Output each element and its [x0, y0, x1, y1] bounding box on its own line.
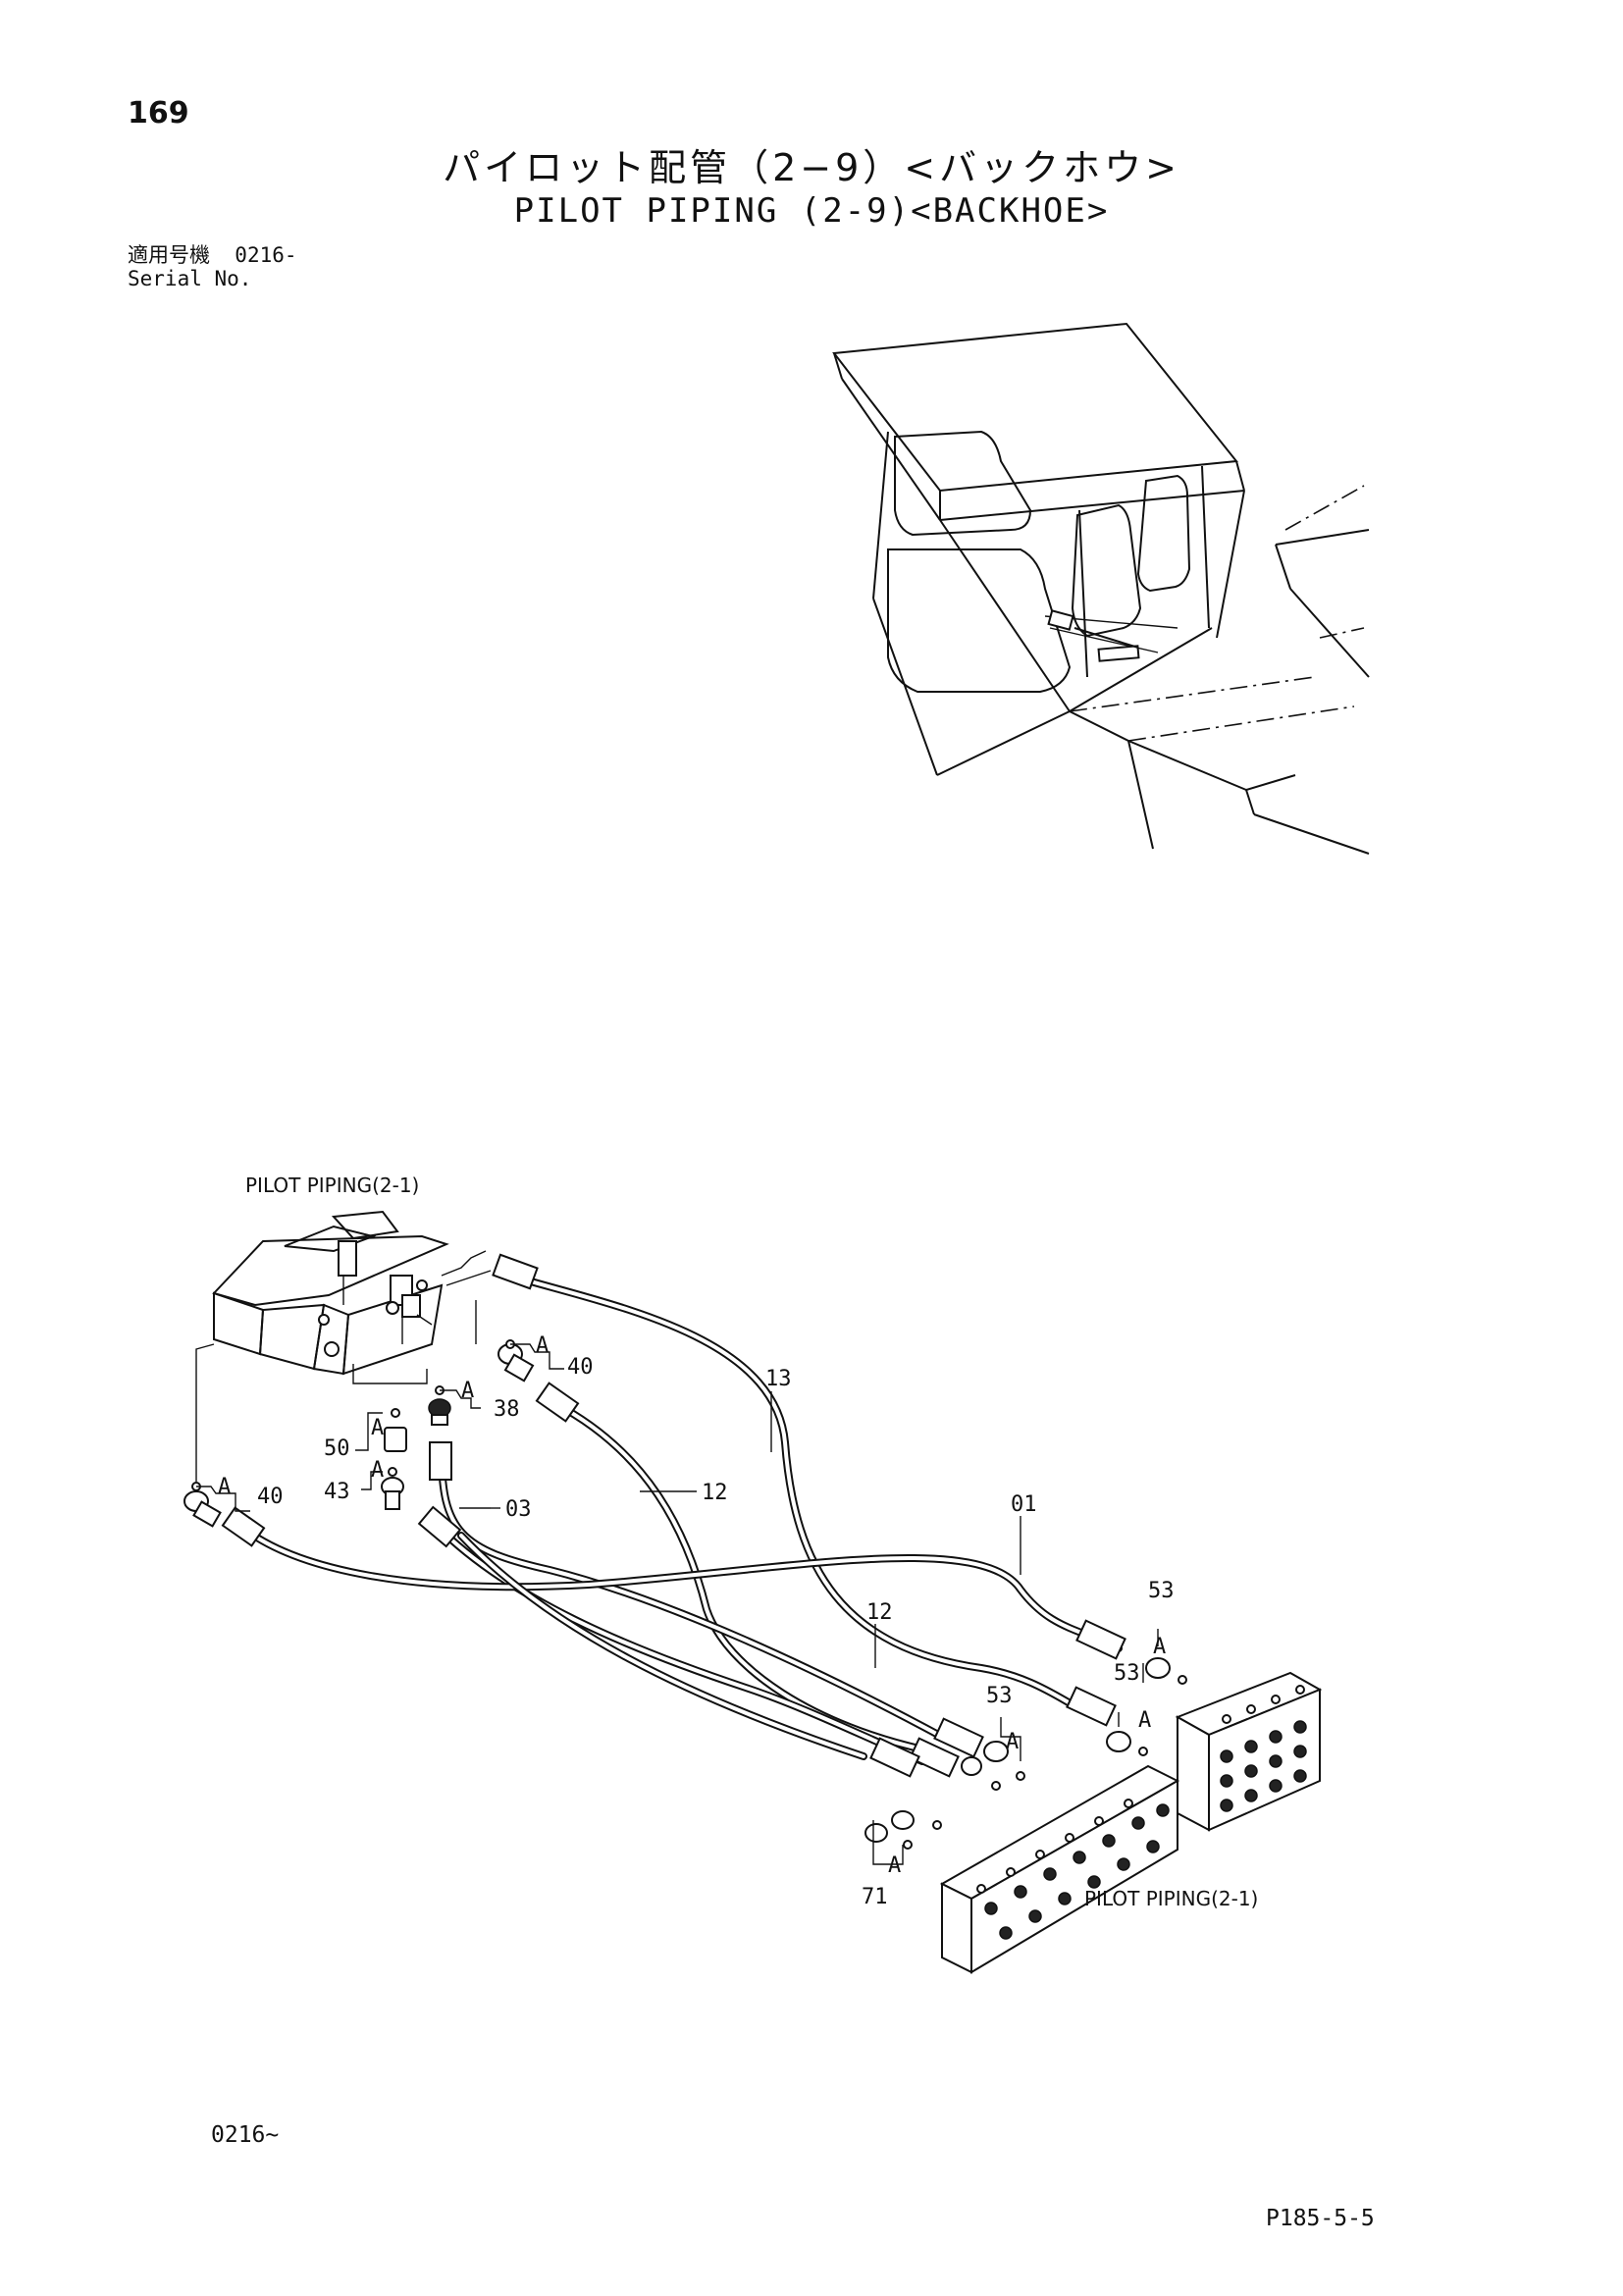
title-japanese: パイロット配管（2−9）<バックホウ>: [443, 146, 1180, 189]
cab-overview-drawing: [832, 322, 1370, 855]
callout-53-top: 53: [1148, 1579, 1175, 1603]
callout-53-low: 53: [986, 1684, 1013, 1708]
page-number: 169: [128, 96, 189, 130]
callout-01: 01: [1011, 1492, 1037, 1517]
fittings-lower: [864, 1657, 1187, 1850]
footer-serial-range: 0216~: [211, 2122, 280, 2148]
callout-a-3: A: [371, 1416, 384, 1440]
serial-block: 適用号機 0216- Serial No.: [128, 243, 297, 290]
pilot-valve-assembly: [195, 1210, 492, 1482]
ref-label-bottom: PILOT PIPING(2-1): [1084, 1887, 1258, 1910]
ref-label-top: PILOT PIPING(2-1): [245, 1174, 419, 1197]
callout-a-6: A: [1153, 1635, 1166, 1659]
manifold-blocks: [939, 1671, 1323, 1974]
title-english: PILOT PIPING (2-9)<BACKHOE>: [513, 191, 1110, 231]
callout-12-upper: 12: [702, 1481, 728, 1505]
manifold-right-holes: [1220, 1685, 1307, 1812]
serial-value: 0216-: [235, 243, 297, 267]
hose-routing: [221, 1253, 1126, 1778]
callout-a-5: A: [218, 1475, 231, 1499]
manifold-lower-holes: [976, 1799, 1170, 1940]
callout-13: 13: [765, 1367, 792, 1391]
callout-53-mid: 53: [1114, 1661, 1140, 1686]
callout-a-9: A: [888, 1853, 901, 1878]
callout-a-1: A: [536, 1333, 549, 1358]
callout-a-4: A: [371, 1458, 384, 1483]
callout-40-lower: 40: [257, 1485, 284, 1509]
callout-71: 71: [862, 1885, 888, 1909]
callout-50: 50: [324, 1436, 350, 1461]
serial-label-en: Serial No.: [128, 267, 252, 290]
callout-leaders: [196, 1343, 1159, 1865]
callout-38: 38: [494, 1397, 520, 1422]
callout-40-upper: 40: [567, 1355, 594, 1380]
serial-label-jp: 適用号機: [128, 243, 210, 267]
callout-43: 43: [324, 1480, 350, 1504]
document-code: P185-5-5: [1266, 2206, 1375, 2231]
serial-line-jp: 適用号機 0216-: [128, 243, 297, 267]
callout-03: 03: [505, 1497, 532, 1522]
callout-a-2: A: [461, 1379, 474, 1403]
callout-a-7: A: [1138, 1708, 1151, 1733]
callout-12-lower: 12: [866, 1600, 893, 1625]
callout-a-8: A: [1006, 1730, 1019, 1754]
